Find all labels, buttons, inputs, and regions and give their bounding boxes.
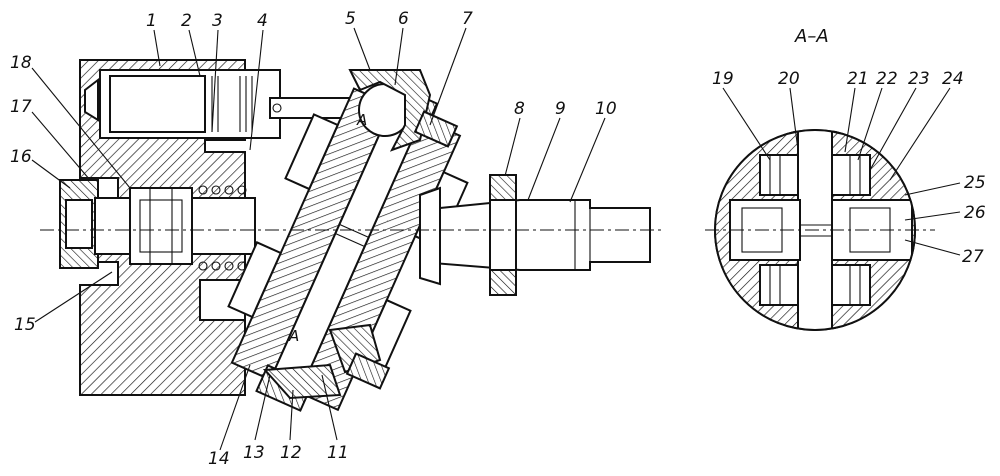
callout-3: 3 — [212, 11, 223, 31]
shaft-nut — [489, 174, 517, 201]
callout-2: 2 — [181, 11, 192, 31]
cut-mark-top: A — [356, 111, 367, 129]
callout-16: 16 — [10, 147, 32, 167]
spring — [198, 185, 247, 271]
callout-18: 18 — [10, 53, 32, 73]
callout-21: 21 — [847, 69, 869, 89]
callout-13: 13 — [243, 443, 265, 463]
section-title: A–A — [794, 26, 829, 47]
callout-7: 7 — [462, 9, 473, 29]
callout-23: 23 — [908, 69, 930, 89]
callout-8: 8 — [514, 99, 525, 119]
callout-9: 9 — [555, 99, 566, 119]
piston — [109, 75, 206, 133]
output-shaft — [419, 199, 651, 271]
cut-mark-bottom: A — [288, 327, 299, 345]
callout-14: 14 — [208, 449, 230, 469]
callout-25: 25 — [964, 173, 986, 193]
callout-12: 12 — [280, 443, 302, 463]
leader-lines — [31, 27, 961, 451]
callout-11: 11 — [327, 443, 349, 463]
callout-1: 1 — [146, 11, 157, 31]
callout-10: 10 — [595, 99, 617, 119]
callout-4: 4 — [257, 11, 268, 31]
callout-27: 27 — [962, 247, 984, 267]
main-section-view: A A — [40, 59, 665, 412]
needle-bearing — [129, 187, 193, 265]
callout-5: 5 — [345, 9, 356, 29]
callout-24: 24 — [942, 69, 964, 89]
callout-6: 6 — [398, 9, 409, 29]
callout-labels: 1 2 3 4 5 6 7 8 9 10 11 12 13 14 15 16 1… — [10, 9, 986, 469]
callout-15: 15 — [14, 315, 36, 335]
callout-26: 26 — [964, 203, 986, 223]
callout-19: 19 — [712, 69, 734, 89]
section-a-a-view: A–A — [705, 26, 935, 331]
callout-22: 22 — [876, 69, 898, 89]
callout-17: 17 — [10, 97, 32, 117]
callout-20: 20 — [778, 69, 800, 89]
